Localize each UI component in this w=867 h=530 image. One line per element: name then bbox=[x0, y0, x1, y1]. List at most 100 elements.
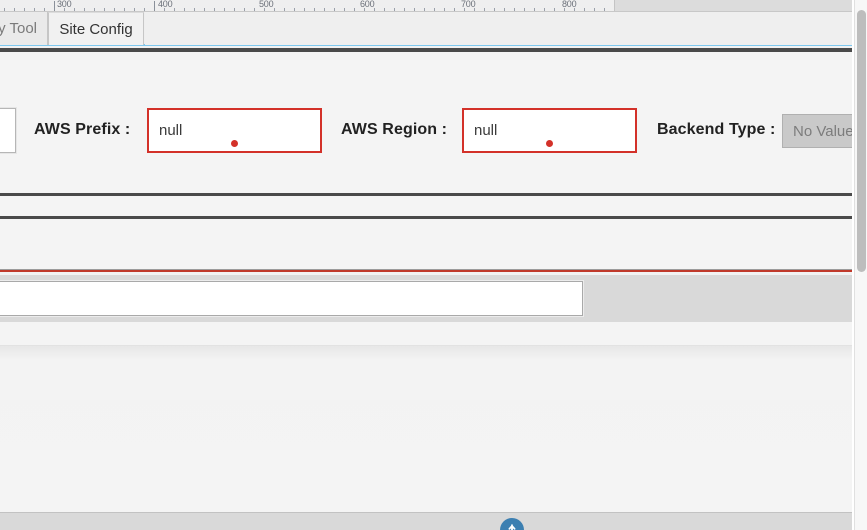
ruler-minor-tick bbox=[64, 8, 65, 11]
tab-site-config-label: Site Config bbox=[59, 20, 133, 38]
ruler-tick-label: 700 bbox=[461, 0, 476, 9]
ruler-minor-tick bbox=[274, 8, 275, 11]
ruler-minor-tick bbox=[354, 8, 355, 11]
ruler-minor-tick bbox=[334, 8, 335, 11]
backend-type-label: Backend Type : bbox=[657, 121, 776, 138]
ruler-major-tick bbox=[154, 1, 155, 11]
tab-bar-empty-area bbox=[145, 12, 854, 45]
ruler-minor-tick bbox=[594, 8, 595, 11]
ruler-ticks: 300 400 500 600 700 800 bbox=[0, 0, 854, 11]
ruler-minor-tick bbox=[74, 8, 75, 11]
ruler-minor-tick bbox=[214, 8, 215, 11]
ruler-minor-tick bbox=[464, 8, 465, 11]
status-bar bbox=[0, 512, 854, 530]
search-input[interactable] bbox=[0, 281, 583, 316]
ruler-minor-tick bbox=[404, 8, 405, 11]
ruler-minor-tick bbox=[164, 8, 165, 11]
ruler-minor-tick bbox=[574, 8, 575, 11]
error-separator-rule bbox=[0, 269, 854, 272]
ruler-minor-tick bbox=[234, 8, 235, 11]
results-pane-header bbox=[0, 322, 854, 346]
ruler-minor-tick bbox=[284, 8, 285, 11]
site-config-form-panel: AWS Prefix : null AWS Region : null Back… bbox=[0, 52, 867, 194]
ruler-minor-tick bbox=[514, 8, 515, 11]
tab-y-tool-label: y Tool bbox=[0, 20, 37, 37]
ruler-minor-tick bbox=[504, 8, 505, 11]
ruler-minor-tick bbox=[184, 8, 185, 11]
aws-prefix-input[interactable]: null bbox=[147, 108, 322, 153]
ruler-minor-tick bbox=[84, 8, 85, 11]
aws-region-value: null bbox=[474, 122, 498, 139]
ruler-minor-tick bbox=[414, 8, 415, 11]
search-toolbar bbox=[0, 275, 854, 322]
aws-region-input[interactable]: null bbox=[462, 108, 637, 153]
ruler-minor-tick bbox=[424, 8, 425, 11]
ruler-minor-tick bbox=[264, 8, 265, 11]
ruler-minor-tick bbox=[4, 8, 5, 11]
ruler-minor-tick bbox=[174, 8, 175, 11]
ruler-minor-tick bbox=[434, 8, 435, 11]
ruler-tick-label: 800 bbox=[562, 0, 577, 9]
tabbar-bottom-divider bbox=[0, 48, 854, 52]
vertical-scrollbar-thumb[interactable] bbox=[857, 10, 866, 272]
info-circle-icon[interactable] bbox=[500, 518, 524, 530]
empty-band bbox=[0, 219, 854, 270]
backend-type-value: No Value bbox=[793, 122, 854, 140]
ruler-tick-label: 500 bbox=[259, 0, 274, 9]
tab-bar: y Tool Site Config bbox=[0, 12, 854, 46]
ruler-minor-tick bbox=[144, 8, 145, 11]
ruler-minor-tick bbox=[104, 8, 105, 11]
ruler-inactive-region bbox=[614, 0, 854, 11]
ruler-minor-tick bbox=[584, 8, 585, 11]
ruler-minor-tick bbox=[444, 8, 445, 11]
ruler-tick-label: 400 bbox=[158, 0, 173, 9]
ruler-minor-tick bbox=[564, 8, 565, 11]
aws-prefix-value: null bbox=[159, 122, 183, 139]
ruler-minor-tick bbox=[484, 8, 485, 11]
ruler-minor-tick bbox=[474, 8, 475, 11]
config-field-row: AWS Prefix : null AWS Region : null Back… bbox=[0, 108, 867, 158]
page-background bbox=[0, 346, 854, 530]
ruler-minor-tick bbox=[124, 8, 125, 11]
ruler-minor-tick bbox=[384, 8, 385, 11]
ruler-minor-tick bbox=[244, 8, 245, 11]
ruler-minor-tick bbox=[394, 8, 395, 11]
tab-y-tool[interactable]: y Tool bbox=[0, 12, 48, 45]
ruler-major-tick bbox=[54, 1, 55, 11]
ruler-minor-tick bbox=[304, 8, 305, 11]
vertical-scrollbar[interactable] bbox=[854, 0, 867, 530]
section-divider-upper bbox=[0, 193, 854, 196]
section-divider-lower bbox=[0, 216, 854, 219]
ruler-minor-tick bbox=[544, 8, 545, 11]
ruler-minor-tick bbox=[134, 8, 135, 11]
ruler-minor-tick bbox=[94, 8, 95, 11]
horizontal-ruler: 300 400 500 600 700 800 bbox=[0, 0, 854, 12]
ruler-minor-tick bbox=[114, 8, 115, 11]
truncated-left-input[interactable] bbox=[0, 108, 16, 153]
ruler-tick-label: 600 bbox=[360, 0, 375, 9]
ruler-minor-tick bbox=[224, 8, 225, 11]
ruler-minor-tick bbox=[524, 8, 525, 11]
scrollbar-gutter bbox=[852, 0, 854, 530]
ruler-minor-tick bbox=[24, 8, 25, 11]
ruler-minor-tick bbox=[604, 8, 605, 11]
ruler-minor-tick bbox=[294, 8, 295, 11]
aws-prefix-label: AWS Prefix : bbox=[34, 121, 131, 138]
ruler-minor-tick bbox=[494, 8, 495, 11]
ruler-minor-tick bbox=[344, 8, 345, 11]
ruler-minor-tick bbox=[554, 8, 555, 11]
ruler-minor-tick bbox=[34, 8, 35, 11]
ruler-minor-tick bbox=[254, 8, 255, 11]
ruler-minor-tick bbox=[44, 8, 45, 11]
ruler-minor-tick bbox=[364, 8, 365, 11]
ruler-minor-tick bbox=[454, 8, 455, 11]
ruler-minor-tick bbox=[204, 8, 205, 11]
ruler-tick-label: 300 bbox=[57, 0, 72, 9]
ruler-minor-tick bbox=[374, 8, 375, 11]
aws-region-required-marker-icon bbox=[546, 140, 553, 147]
aws-region-label: AWS Region : bbox=[341, 121, 448, 138]
divider-gap-band bbox=[0, 196, 854, 216]
tab-site-config[interactable]: Site Config bbox=[48, 12, 144, 45]
ruler-minor-tick bbox=[534, 8, 535, 11]
ruler-minor-tick bbox=[314, 8, 315, 11]
